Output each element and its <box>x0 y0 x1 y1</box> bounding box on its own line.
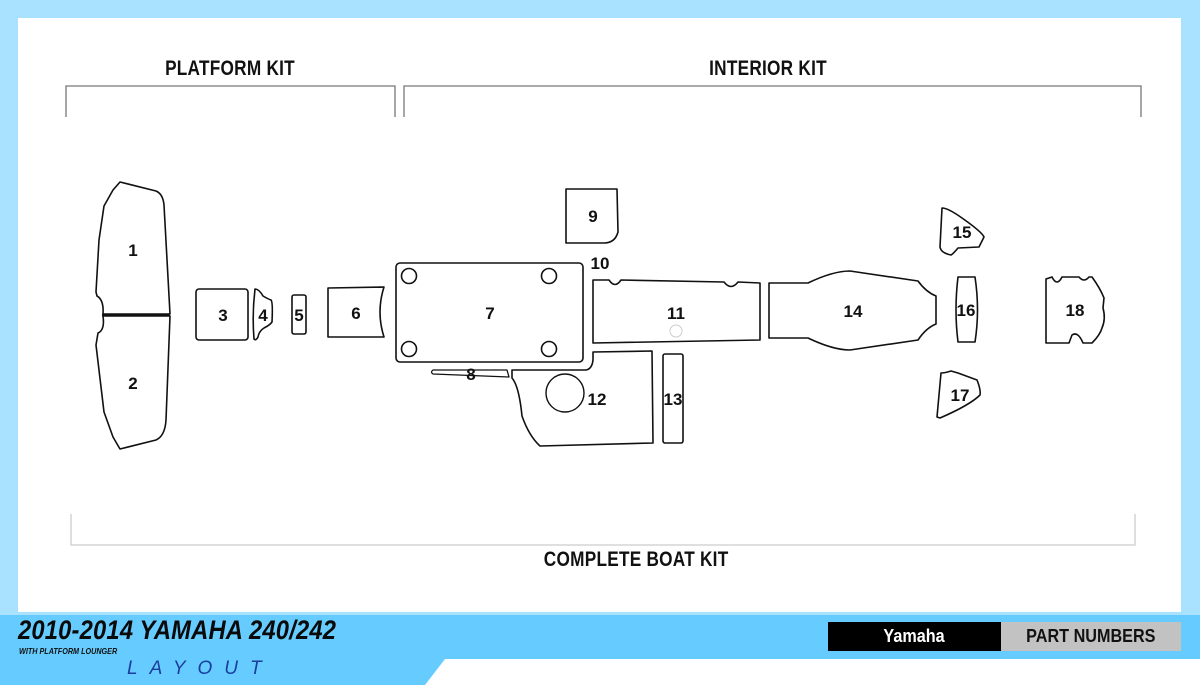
part-17-label: 17 <box>951 386 970 405</box>
part-6-label: 6 <box>351 304 360 323</box>
part-12-label: 12 <box>588 390 607 409</box>
footer-white-strip <box>425 659 1200 685</box>
part-7-shape <box>395 262 584 363</box>
part-5-label: 5 <box>294 306 303 325</box>
part-2-shape <box>95 315 171 450</box>
part-7-label: 7 <box>485 304 494 323</box>
part-10-label: 10 <box>591 254 610 273</box>
part-numbers-tab[interactable]: PART NUMBERS <box>1001 622 1181 651</box>
part-11-shape <box>592 279 761 344</box>
part-4-shape <box>252 288 274 341</box>
part-18-shape <box>1045 276 1106 344</box>
part-16-shape <box>955 276 979 343</box>
part-1-label: 1 <box>128 241 137 260</box>
part-16-label: 16 <box>957 301 976 320</box>
brand-label: Yamaha <box>883 626 946 646</box>
complete-boat-kit-label: COMPLETE BOAT KIT <box>543 548 729 571</box>
part-labels: 1 2 3 4 5 6 7 8 9 10 11 12 13 14 15 16 1… <box>128 207 1084 409</box>
model-title: 2010-2014 YAMAHA 240/242 <box>18 615 337 645</box>
part-13-shape <box>662 353 684 444</box>
model-subtitle: WITH PLATFORM LOUNGER <box>19 646 118 656</box>
part-2-label: 2 <box>128 374 137 393</box>
part-11-label: 11 <box>667 304 685 323</box>
part-9-shape <box>565 188 619 244</box>
complete-kit-bracket <box>70 514 1136 546</box>
part-14-label: 14 <box>844 302 863 321</box>
platform-kit-bracket <box>65 85 396 117</box>
part-4-label: 4 <box>258 306 268 325</box>
part-9-label: 9 <box>588 207 597 226</box>
part-15-label: 15 <box>953 223 972 242</box>
part-3-label: 3 <box>218 306 227 325</box>
interior-kit-bracket <box>403 85 1142 117</box>
part-3-shape <box>195 288 249 341</box>
layout-label: LAYOUT <box>127 658 274 679</box>
part-6-shape <box>327 286 385 338</box>
interior-kit-label: INTERIOR KIT <box>709 57 827 80</box>
brand-tab[interactable]: Yamaha <box>828 622 1001 651</box>
part-numbers-label: PART NUMBERS <box>1026 626 1156 646</box>
platform-kit-label: PLATFORM KIT <box>165 57 295 80</box>
part-14-shape <box>768 270 937 351</box>
kit-brackets <box>65 85 1142 546</box>
part-13-label: 13 <box>664 390 683 409</box>
part-5-shape <box>291 294 307 335</box>
part-15-shape <box>939 207 985 256</box>
part-8-label: 8 <box>466 365 475 384</box>
part-17-shape <box>936 370 981 419</box>
part-8-shape <box>430 369 510 378</box>
part-18-label: 18 <box>1066 301 1085 320</box>
